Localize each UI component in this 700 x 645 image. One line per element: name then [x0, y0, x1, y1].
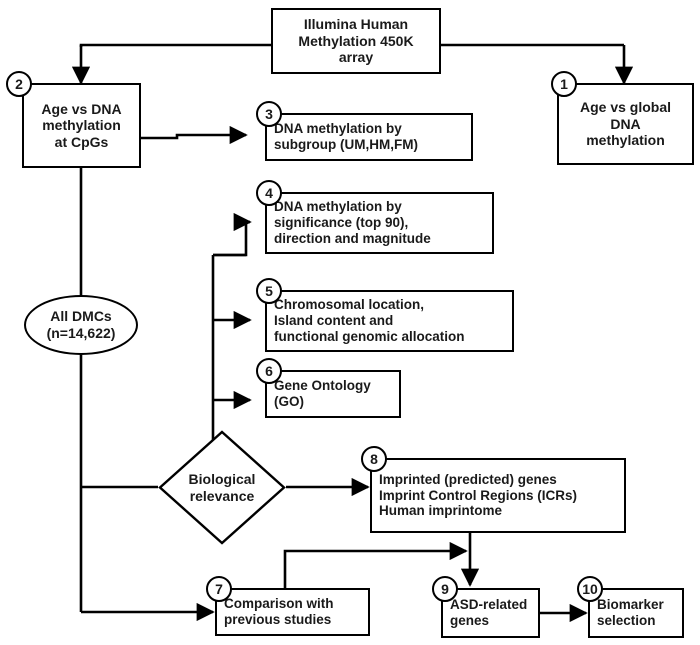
node-text-line: Imprinted (predicted) genes [379, 471, 557, 487]
node-text-line: subgroup (UM,HM,FM) [274, 137, 418, 152]
node-text-line: array [338, 49, 374, 66]
node-text-line: at CpGs [54, 133, 109, 150]
step-badge-10: 10 [577, 576, 603, 602]
node-imprinted-genes[interactable]: Imprinted (predicted) genes Imprint Cont… [370, 458, 626, 533]
node-all-dmcs[interactable]: All DMCs (n=14,622) [24, 295, 138, 355]
node-biomarker-selection[interactable]: Biomarker selection [588, 588, 684, 638]
node-text-line: DNA [610, 115, 641, 132]
diamond-shape [158, 430, 286, 545]
node-methylation-by-significance[interactable]: DNA methylation by significance (top 90)… [265, 192, 494, 254]
node-text-line: relevance [189, 487, 255, 504]
step-badge-8: 8 [361, 446, 387, 472]
node-text-line: direction and magnitude [274, 230, 431, 246]
node-text-line: (n=14,622) [46, 325, 116, 341]
node-text-line: Human imprintome [379, 503, 503, 519]
node-text-line: Island content and [274, 313, 394, 329]
node-text-line: genes [450, 613, 490, 628]
node-age-vs-dna-methylation-cpgs[interactable]: Age vs DNA methylation at CpGs [22, 83, 141, 168]
step-badge-7: 7 [206, 576, 232, 602]
node-chromosomal-location[interactable]: Chromosomal location, Island content and… [265, 290, 514, 352]
node-comparison-previous-studies[interactable]: Comparison with previous studies [215, 588, 370, 636]
node-gene-ontology[interactable]: Gene Ontology (GO) [265, 370, 401, 418]
node-text-line: Gene Ontology [274, 378, 371, 394]
diamond-label: Biological relevance [158, 430, 286, 545]
node-text-line: selection [597, 613, 656, 628]
node-age-vs-global-dna-methylation[interactable]: Age vs global DNA methylation [557, 83, 694, 165]
step-badge-2: 2 [6, 71, 32, 97]
node-text-line: Biomarker [597, 597, 664, 613]
node-text-line: DNA methylation by [274, 121, 402, 137]
node-text-line: Chromosomal location, [274, 297, 425, 313]
node-text-line: DNA methylation by [274, 199, 402, 215]
node-text-line: methylation [42, 117, 121, 134]
node-text-line: previous studies [224, 612, 332, 627]
node-text-line: significance (top 90), [274, 215, 409, 231]
node-text-line: Age vs global [579, 99, 672, 116]
step-badge-4: 4 [256, 180, 282, 206]
step-badge-9: 9 [432, 576, 458, 602]
step-badge-3: 3 [256, 101, 282, 127]
wire-branch-top [213, 222, 248, 257]
node-text-line: Methylation 450K [298, 32, 414, 49]
step-badge-1: 1 [551, 71, 577, 97]
node-illumina-array[interactable]: Illumina Human Methylation 450K array [271, 8, 441, 74]
node-biological-relevance[interactable]: Biological relevance [158, 430, 286, 545]
node-text-line: Illumina Human [303, 16, 409, 33]
node-text-line: ASD-related [450, 597, 528, 613]
node-methylation-by-subgroup[interactable]: DNA methylation by subgroup (UM,HM,FM) [265, 113, 473, 161]
step-badge-5: 5 [256, 278, 282, 304]
wire-node2-to-node3 [141, 125, 248, 145]
node-text-line: Age vs DNA [41, 100, 122, 117]
node-text-line: methylation [586, 132, 665, 149]
node-text-line: All DMCs [50, 308, 112, 325]
step-badge-6: 6 [256, 358, 282, 384]
node-text-line: Biological [188, 470, 256, 487]
node-text-line: functional genomic allocation [274, 328, 465, 344]
node-text-line: (GO) [274, 394, 304, 409]
node-text-line: Comparison with [224, 596, 334, 612]
node-text-line: Imprint Control Regions (ICRs) [379, 487, 577, 503]
